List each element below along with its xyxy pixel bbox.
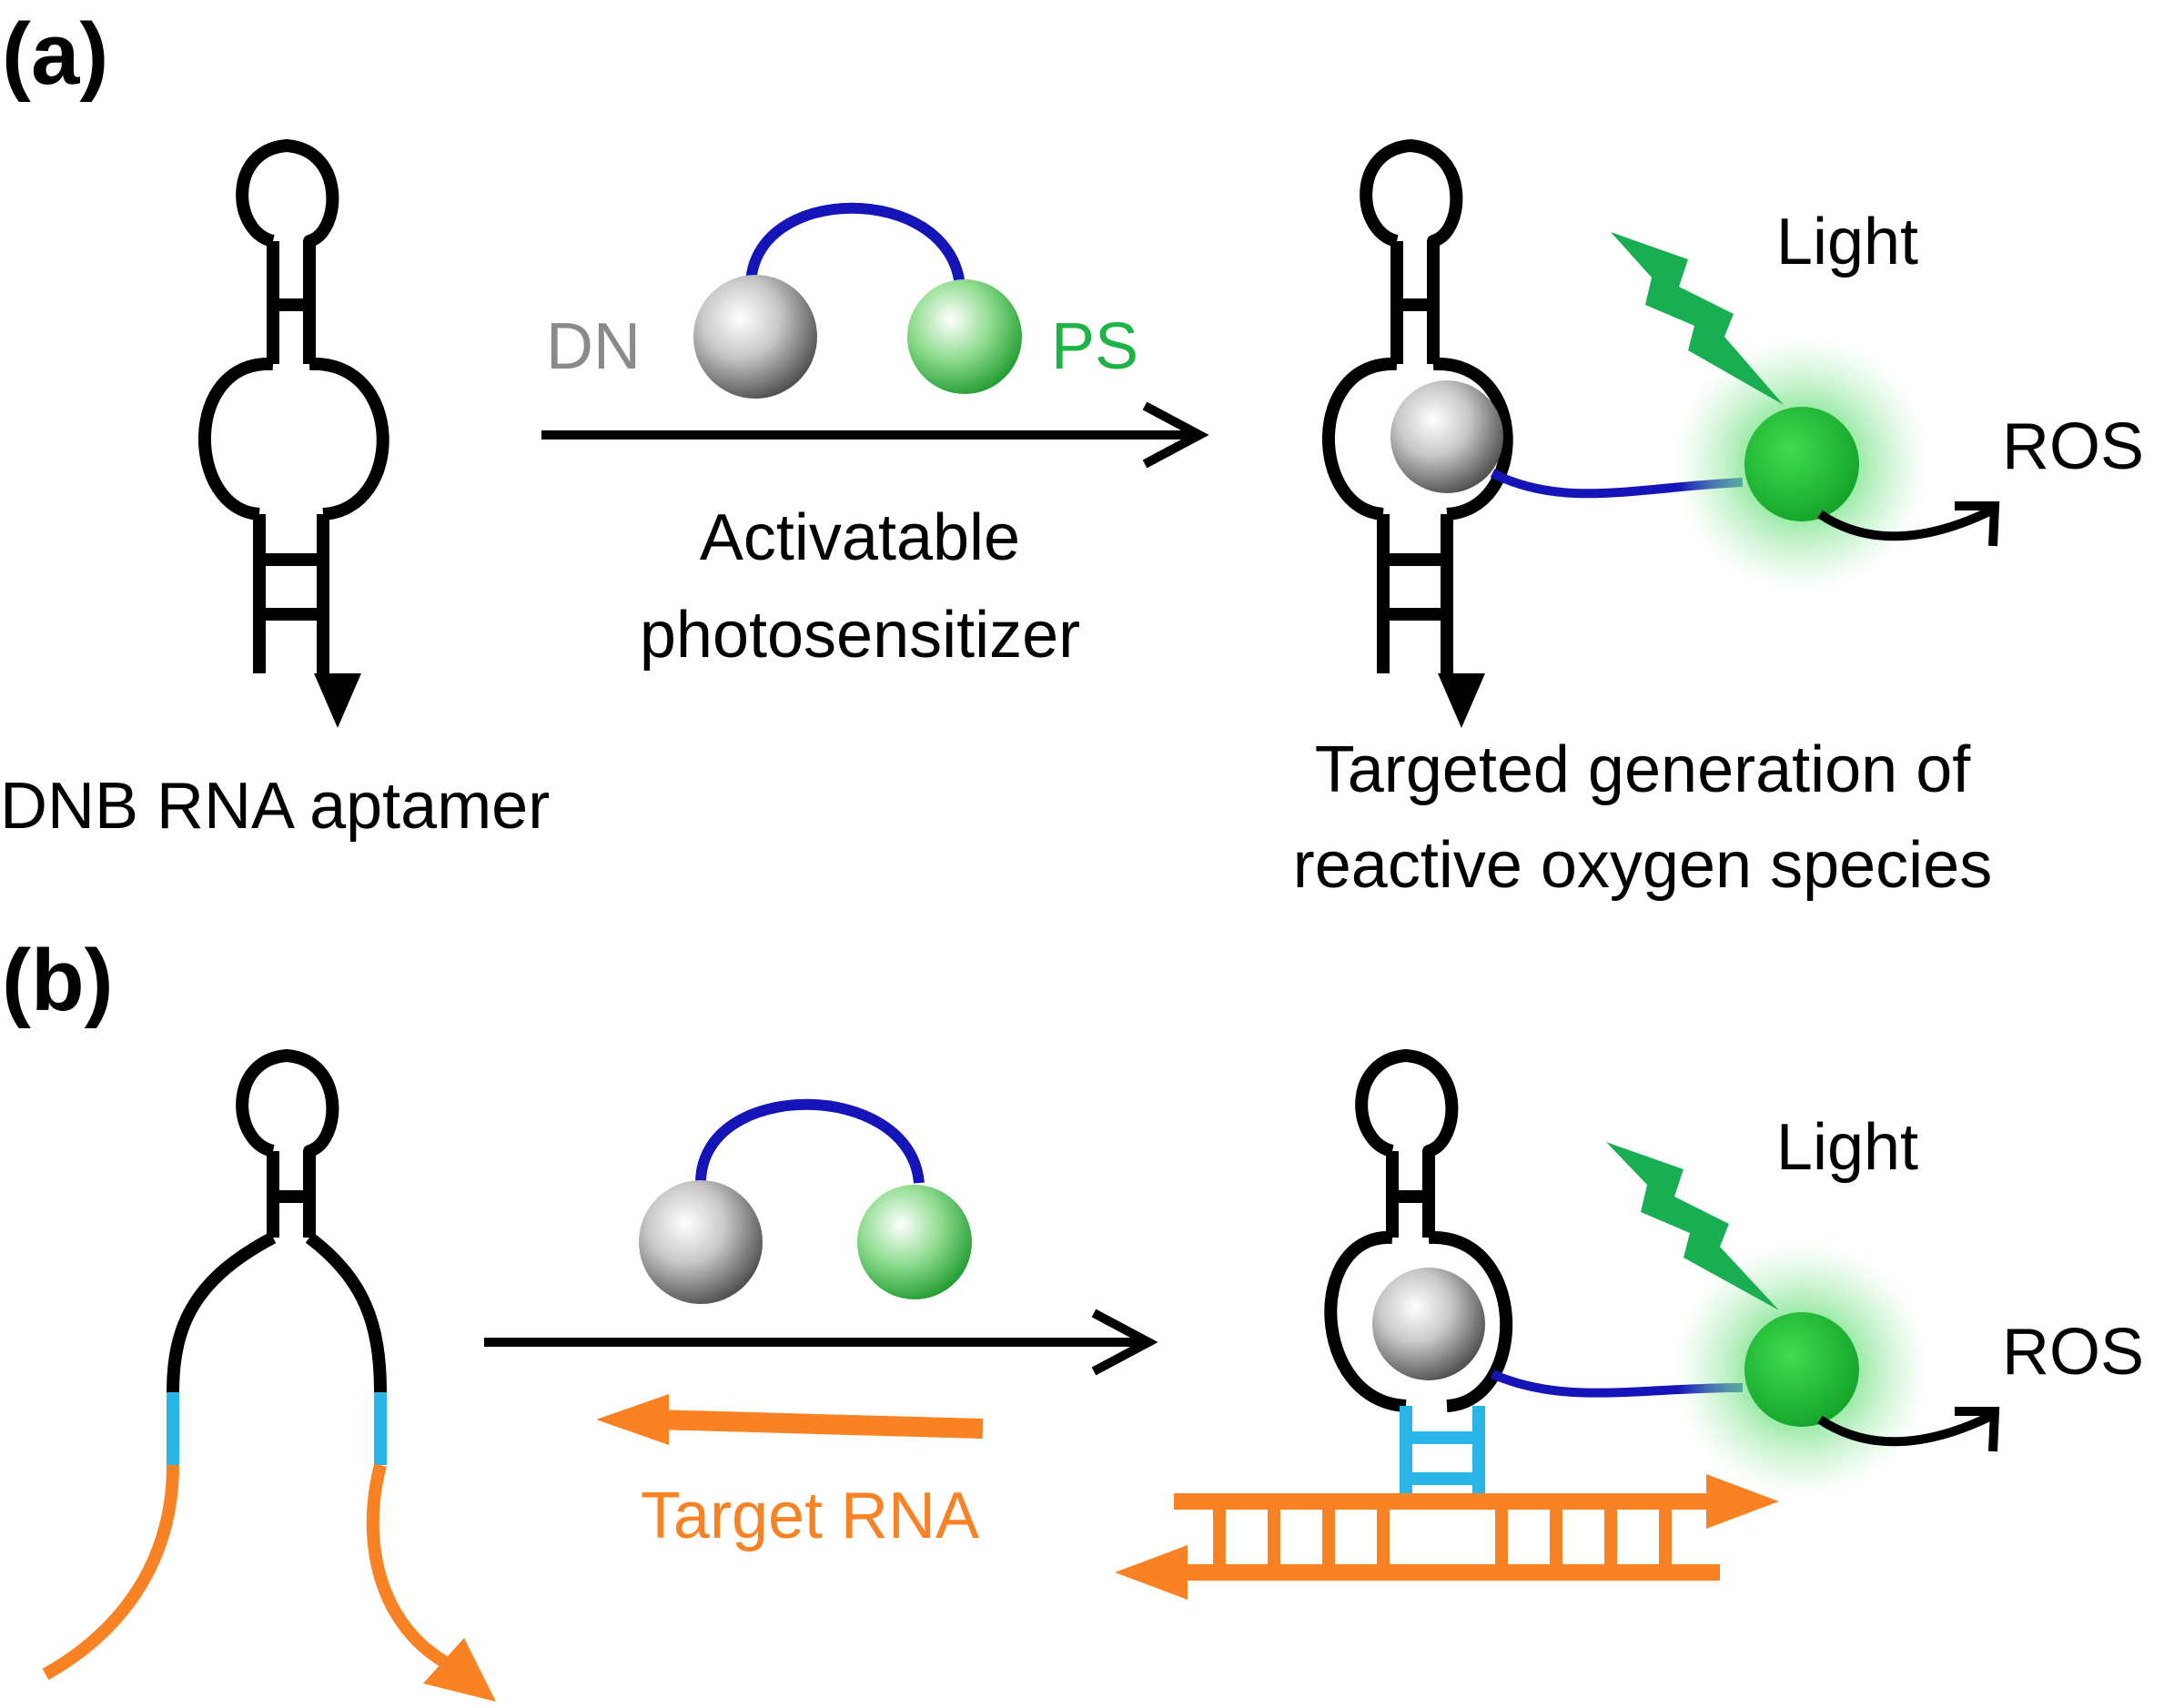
ros-label-a: ROS [2002,410,2144,483]
bound-dn-sphere [1390,380,1503,493]
reaction-arrow-a [541,401,1209,469]
result-label-line2: reactive oxygen species [1293,829,1992,902]
ps-label: PS [1051,310,1138,383]
panel-a-label: (a) [2,5,108,103]
arrow-label-line1: Activatable [700,501,1020,574]
active-photosensitizer-sphere-b [1744,1312,1859,1427]
panel-a: (a) DNB RNA aptamer DN PS Activatable [0,5,2144,902]
target-rna-arrow [596,1394,984,1445]
aptamer-complex-a [1321,139,2000,728]
lightning-icon-b [1606,1142,1779,1310]
activatable-photosensitizer [693,202,1022,399]
photosensitizer-sphere [907,279,1022,394]
lightning-icon [1611,232,1784,405]
panel-b: (b) Target RNA [2,932,2144,1702]
target-rna-label: Target RNA [641,1480,979,1552]
split-aptamer-probe [42,1049,496,1702]
aptamer-complex-b [1115,1049,2000,1600]
reaction-arrow-b [484,1309,1158,1376]
active-photosensitizer-sphere [1744,407,1859,521]
photosensitizer-sphere-b [857,1185,972,1299]
activatable-photosensitizer-b [639,1098,972,1304]
bound-dn-sphere-b [1372,1268,1485,1380]
dnb-aptamer-free [197,139,389,728]
light-label-a: Light [1776,206,1918,278]
dn-label: DN [546,310,641,383]
result-label-line1: Targeted generation of [1315,733,1972,806]
arrow-label-line2: photosensitizer [640,599,1080,672]
aptamer-label: DNB RNA aptamer [0,770,550,843]
panel-b-label: (b) [2,932,114,1029]
ros-label-b: ROS [2002,1316,2144,1389]
target-rna-duplex [1115,1474,1779,1600]
light-label-b: Light [1776,1111,1918,1184]
dinitroaniline-sphere-b [639,1180,763,1304]
dinitroaniline-sphere [693,275,817,399]
